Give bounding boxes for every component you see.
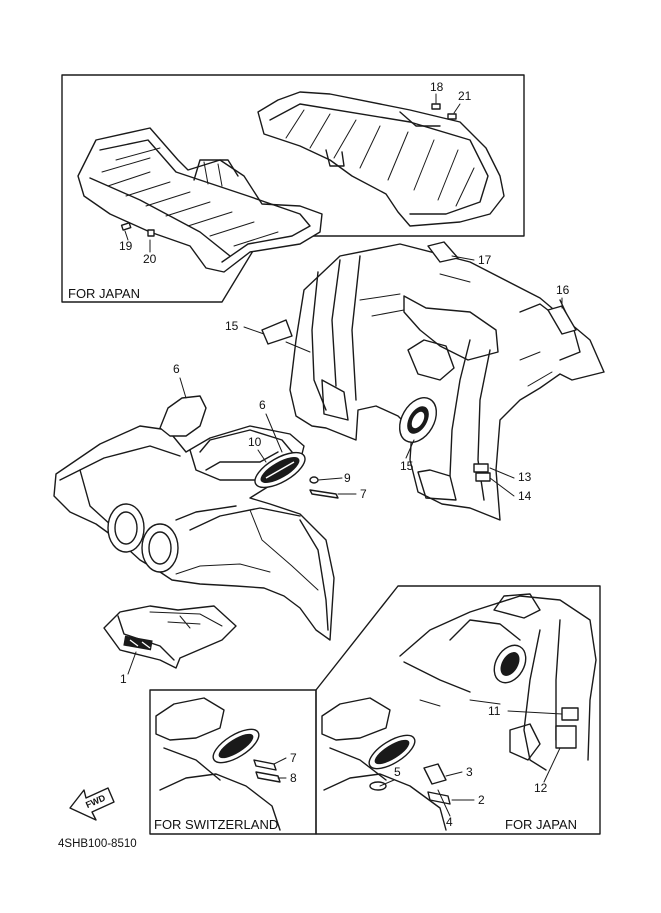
callout-3: 3 [466,765,473,779]
callout-7a: 7 [360,487,367,501]
callout-15b: 15 [400,459,414,473]
part-1-panel: 1 [103,605,237,686]
callout-10: 10 [248,435,262,449]
front-fender [53,395,339,641]
callout-8: 8 [290,771,297,785]
callout-12: 12 [534,781,548,795]
fender-callouts: 17 16 15 15 13 14 [225,253,570,503]
rear-carrier [257,91,505,227]
callout-21: 21 [458,89,472,103]
callout-5: 5 [394,765,401,779]
callout-19: 20 [143,252,157,266]
front-carrier [77,127,323,273]
callout-9: 9 [344,471,351,485]
rack-panel-caption: FOR JAPAN [68,286,140,301]
rack-callouts: 18 21 19 20 [119,80,472,266]
japan-panel-caption: FOR JAPAN [505,817,577,832]
callout-6a: 6 [173,362,180,376]
callout-20: 18 [430,80,444,94]
callout-2: 2 [478,793,485,807]
japan-panel: FOR JAPAN 11 12 3 2 4 5 [315,585,601,835]
callout-4: 4 [446,815,453,829]
callout-15a: 15 [225,319,239,333]
rear-fender [261,241,605,521]
callout-11: 11 [488,704,501,718]
front-callouts: 6 6 10 9 7 [173,362,367,501]
callout-13: 13 [518,470,532,484]
callout-14: 14 [518,489,532,503]
callout-18: 19 [119,239,133,253]
callout-1: 1 [120,672,127,686]
switzerland-panel-caption: FOR SWITZERLAND [154,817,278,832]
callout-17: 17 [478,253,492,267]
callout-7b: 7 [290,751,297,765]
switzerland-panel: FOR SWITZERLAND 7 8 [149,689,317,835]
callout-6b: 6 [259,398,266,412]
fwd-arrow: FWD [69,787,115,821]
callout-16: 16 [556,283,570,297]
drawing-code: 4SHB100-8510 [58,838,137,850]
